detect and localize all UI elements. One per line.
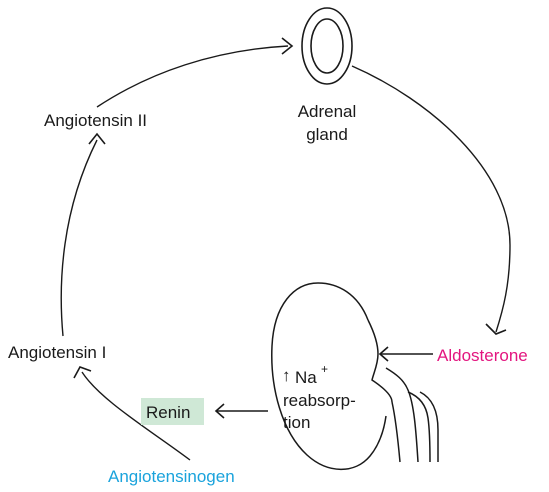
label-reabsorp-line1: reabsorp- <box>283 391 356 410</box>
label-adrenal-line2: gland <box>306 125 348 144</box>
kidney-icon <box>271 282 439 470</box>
label-angiotensin-ii: Angiotensin II <box>44 111 147 130</box>
label-adrenal-line1: Adrenal <box>298 102 357 121</box>
arrow-angiotensin-ii-to-adrenal <box>96 37 294 108</box>
label-na-superscript: + <box>321 362 328 376</box>
label-aldosterone: Aldosterone <box>437 346 528 365</box>
arrow-adrenal-to-kidney <box>351 65 511 335</box>
label-renin: Renin <box>146 403 190 422</box>
arrow-angiotensin-i-to-ii <box>60 132 106 337</box>
label-angiotensinogen: Angiotensinogen <box>108 467 235 486</box>
renin-box <box>141 398 204 425</box>
label-na: Na <box>295 368 317 387</box>
up-arrow-icon: ↑ <box>282 366 291 385</box>
adrenal-gland-icon <box>301 7 353 85</box>
arrow-angiotensinogen-to-angiotensin-i <box>73 366 191 461</box>
arrow-aldosterone-to-kidney <box>378 346 433 362</box>
label-reabsorp-line2: tion <box>283 413 310 432</box>
label-angiotensin-i: Angiotensin I <box>8 343 106 362</box>
arrow-kidney-to-renin <box>214 403 268 419</box>
